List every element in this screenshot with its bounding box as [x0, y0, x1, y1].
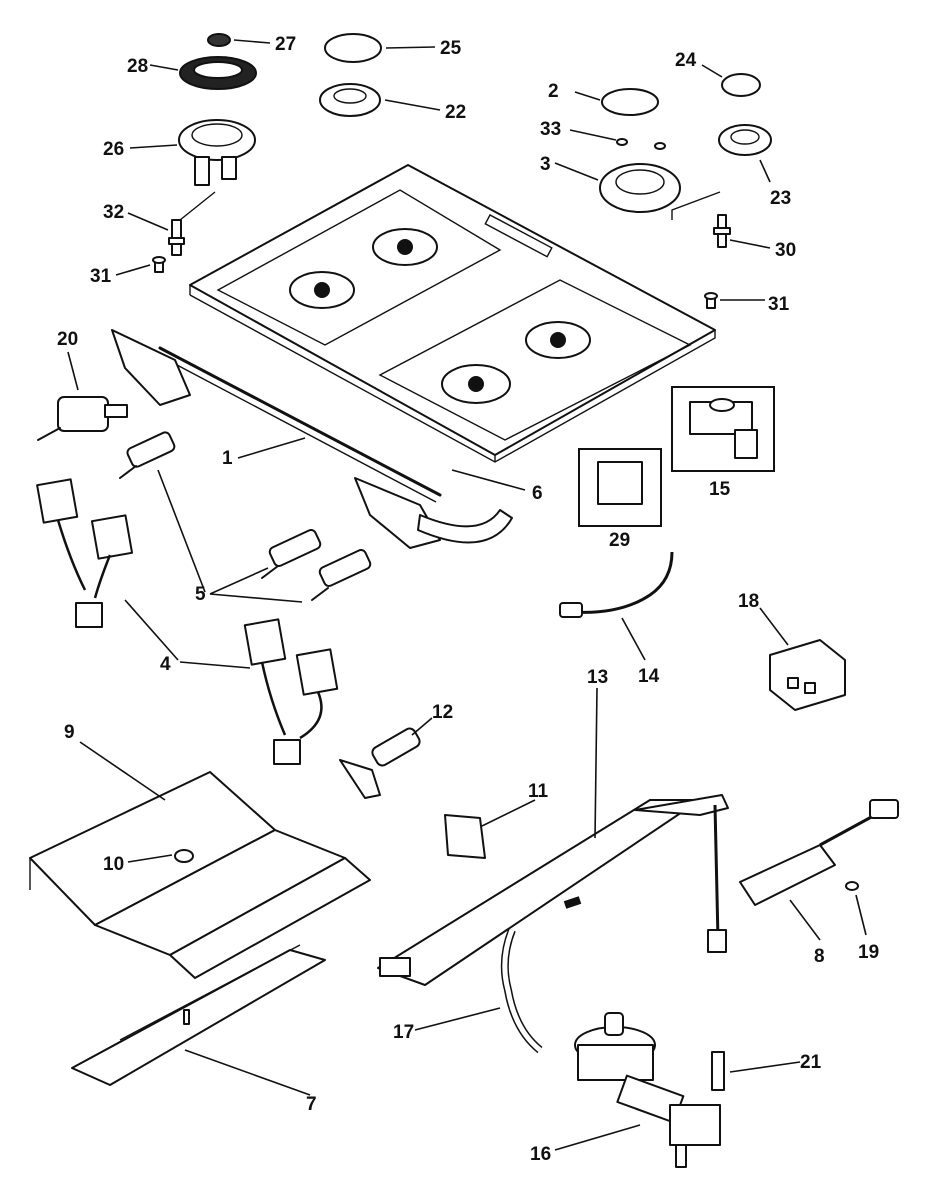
callout-21: 21 — [800, 1052, 822, 1073]
cooktop-panel — [189, 164, 716, 463]
callout-9: 9 — [64, 722, 75, 743]
screw-right — [704, 292, 718, 309]
callout-5: 5 — [195, 584, 206, 605]
callout-11: 11 — [528, 781, 549, 802]
callout-6: 6 — [532, 483, 543, 504]
spark-module-18 — [769, 639, 846, 711]
callout-25: 25 — [440, 38, 462, 59]
burner-cap-25 — [324, 33, 382, 63]
heat-shield-9 — [29, 771, 371, 979]
callout-20: 20 — [57, 329, 78, 350]
gas-tube-14 — [559, 551, 674, 618]
screw-19 — [845, 881, 859, 891]
burner-tube-13 — [377, 794, 729, 986]
valve-5b — [261, 529, 322, 579]
callout-7: 7 — [306, 1094, 317, 1115]
callout-4: 4 — [160, 654, 171, 675]
callout-31-right: 31 — [768, 294, 790, 315]
callout-24: 24 — [675, 50, 697, 71]
igniter-right — [671, 191, 731, 248]
bracket-11 — [444, 814, 486, 859]
igniter-8 — [739, 799, 899, 906]
callout-3: 3 — [540, 154, 551, 175]
switch-harness-center — [243, 618, 339, 765]
valve-5c — [311, 549, 372, 601]
callout-12: 12 — [432, 702, 453, 723]
wing-nut-10 — [174, 849, 194, 863]
callout-14: 14 — [638, 666, 660, 687]
callout-19: 19 — [858, 942, 879, 963]
callout-17: 17 — [393, 1022, 414, 1043]
regulator-16 — [574, 1012, 721, 1168]
callout-10: 10 — [103, 854, 124, 875]
callout-26: 26 — [103, 139, 124, 160]
orifice-holder-12 — [339, 727, 421, 799]
burner-head-3 — [599, 163, 681, 213]
callout-32: 32 — [103, 202, 124, 223]
callout-8: 8 — [814, 946, 825, 967]
leader-lines — [67, 39, 867, 1151]
valve-15 — [689, 398, 758, 459]
bracket-29-box — [578, 448, 662, 527]
burner-cap-2 — [601, 88, 659, 116]
burner-cap-small — [207, 33, 231, 47]
callout-1: 1 — [222, 448, 233, 469]
burner-base-left — [178, 119, 256, 186]
burner-head-23 — [718, 124, 772, 156]
valve-5a — [119, 431, 176, 479]
tubing-17 — [500, 896, 582, 1054]
control-valve-20 — [37, 396, 128, 441]
burner-cap-24 — [721, 73, 761, 97]
callout-27: 27 — [275, 34, 296, 55]
burner-tube-7 — [71, 944, 326, 1086]
manifold-assembly — [111, 329, 513, 549]
bracket-29 — [597, 461, 643, 505]
callout-labels: 27 28 25 22 24 2 33 3 26 23 32 30 31 31 … — [57, 34, 879, 1165]
callout-13: 13 — [587, 667, 608, 688]
callout-30: 30 — [775, 240, 796, 261]
callout-18: 18 — [738, 591, 759, 612]
callout-28: 28 — [127, 56, 148, 77]
callout-23: 23 — [770, 188, 791, 209]
callout-16: 16 — [530, 1144, 551, 1165]
tube-21 — [711, 1051, 725, 1091]
screws-33 — [616, 138, 666, 150]
valve-15-box — [671, 386, 775, 472]
callout-15: 15 — [709, 479, 731, 500]
callout-33: 33 — [540, 119, 561, 140]
screw-left — [152, 256, 166, 273]
switch-harness-left — [36, 478, 134, 628]
callout-2: 2 — [548, 81, 559, 102]
callout-29: 29 — [609, 530, 630, 551]
burner-head-22 — [319, 83, 381, 117]
igniter-left — [168, 191, 216, 256]
callout-22: 22 — [445, 102, 466, 123]
callout-31-left: 31 — [90, 266, 112, 287]
burner-ring — [179, 56, 257, 90]
